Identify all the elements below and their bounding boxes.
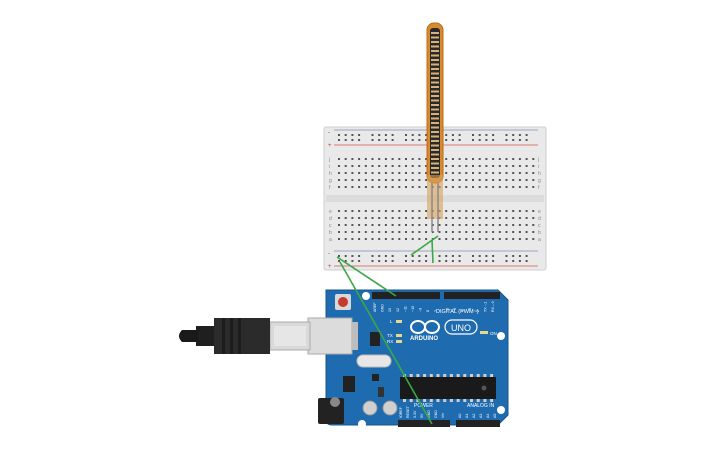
led-on (480, 331, 488, 334)
row-letter: e (329, 209, 332, 215)
row-letter: f (329, 185, 331, 191)
flex-sensor[interactable] (426, 22, 444, 232)
board-logo-text: ARDUINO (410, 336, 438, 342)
power-header[interactable] (398, 420, 450, 427)
row-letter: b (329, 230, 332, 236)
led-rx (396, 340, 402, 343)
pin-label: ~11 (403, 306, 407, 312)
pin-label: IOREF (399, 406, 403, 418)
digital-header-left[interactable] (372, 292, 440, 299)
atmega-chip (400, 377, 496, 399)
pin-label: 13 (388, 308, 392, 312)
row-letter: j (328, 157, 330, 163)
pin-label: RX←0 (491, 301, 495, 312)
pin-label: ~5 (453, 308, 457, 312)
pin-label: ~10 (411, 306, 415, 312)
led-on-label: ON (490, 331, 497, 336)
pin-label: A5 (493, 414, 497, 418)
pin-label: A3 (479, 414, 483, 418)
voltage-regulator (343, 376, 355, 392)
row-letter: a (329, 237, 332, 243)
pin-label: 12 (396, 308, 400, 312)
digital-header-label: DIGITAL (PWM~) (436, 309, 479, 315)
rail-plus-label-bottom: + (328, 264, 332, 270)
row-letter: d (538, 216, 541, 222)
row-letter: h (329, 171, 332, 177)
capacitor-1 (362, 400, 378, 416)
led-rx-label: RX (387, 339, 393, 344)
usb-chip (370, 332, 380, 346)
row-letter: f (538, 185, 540, 191)
rail-plus-label: + (328, 143, 332, 149)
wire-rail-to-a0[interactable] (339, 261, 433, 425)
row-letter: d (329, 216, 332, 222)
arduino-logo-icon (410, 320, 440, 334)
pin-label: 5V (420, 413, 424, 418)
pin-label: GND (381, 304, 385, 312)
led-l (396, 320, 402, 323)
usb-port[interactable] (307, 317, 353, 355)
pin-label: ~3 (468, 308, 472, 312)
row-letter: i (329, 164, 330, 170)
usb-cable[interactable] (179, 318, 311, 354)
capacitor-2 (382, 400, 398, 416)
row-letter: g (329, 178, 332, 184)
power-header-label: POWER (414, 403, 433, 409)
pin-label: 2 (476, 310, 480, 312)
pin-label: A0 (458, 414, 462, 418)
wire-rail-to-gnd[interactable] (336, 256, 397, 297)
pin-label: A1 (465, 414, 469, 418)
pin-label: TX→1 (483, 302, 487, 312)
pin-label: RESET (406, 405, 410, 418)
pin-label: Vin (441, 413, 445, 418)
rail-minus-label-bottom: - (328, 251, 330, 257)
pin-label: AREF (373, 302, 377, 312)
row-letter: h (538, 171, 541, 177)
wire-flex-to-rail[interactable] (431, 239, 434, 264)
led-tx-label: TX (387, 333, 393, 338)
row-letter: c (538, 223, 541, 229)
wire-flex-to-row[interactable] (410, 235, 439, 256)
row-letter: a (538, 237, 541, 243)
rail-minus-label: - (328, 130, 330, 136)
pin-label: A2 (472, 414, 476, 418)
analog-header[interactable] (456, 420, 500, 427)
led-l-label: L (390, 319, 393, 324)
pin-label: ~9 (419, 308, 423, 312)
led-tx (396, 334, 402, 337)
pin-label: GND (434, 410, 438, 418)
pin-label: 3.3V (413, 410, 417, 418)
board-model: UNO (451, 323, 471, 333)
row-letter: i (538, 164, 539, 170)
analog-header-label: ANALOG IN (467, 403, 495, 409)
pin-label: 4 (461, 310, 465, 312)
crystal-oscillator (356, 354, 392, 368)
digital-header-right[interactable] (444, 292, 500, 299)
row-letter: g (538, 178, 541, 184)
row-letter: b (538, 230, 541, 236)
row-letter: j (537, 157, 539, 163)
pin-label: A4 (486, 414, 490, 418)
pin-label: GND (427, 410, 431, 418)
pin-label: ~6 (445, 308, 449, 312)
pin-label: 7 (434, 310, 438, 312)
row-letter: e (538, 209, 541, 215)
pin-label: 8 (426, 310, 430, 312)
wires (336, 235, 439, 425)
row-letter: c (329, 223, 332, 229)
